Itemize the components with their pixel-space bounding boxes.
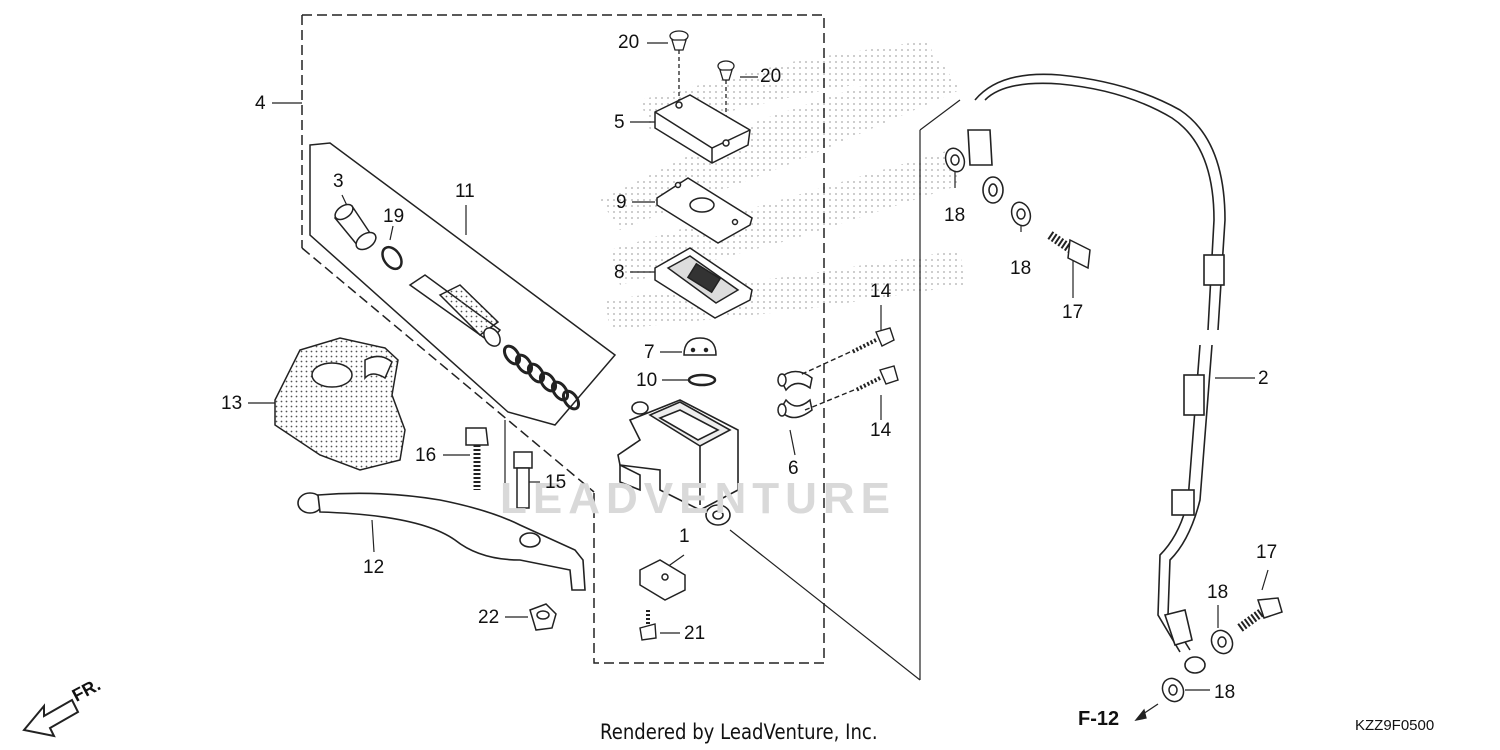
diagram-code: KZZ9F0500 xyxy=(1355,717,1435,734)
callout-19: 19 xyxy=(383,206,405,227)
callout-18: 18 xyxy=(1207,582,1229,603)
bolt-14-upper xyxy=(799,327,895,376)
callout-16: 16 xyxy=(415,445,437,466)
callout-18: 18 xyxy=(1010,258,1032,279)
cover-13 xyxy=(274,337,406,471)
callout-5: 5 xyxy=(614,112,625,133)
callout-15: 15 xyxy=(545,472,567,493)
spring xyxy=(502,344,581,411)
callout-20: 20 xyxy=(760,66,782,87)
lever-12 xyxy=(297,492,586,591)
screw-21 xyxy=(639,610,657,641)
boot-7 xyxy=(683,337,717,356)
diaphragm-8 xyxy=(654,247,753,319)
switch-1 xyxy=(639,559,686,601)
callout-8: 8 xyxy=(614,262,625,283)
wing-logo-watermark xyxy=(600,40,965,330)
callout-20: 20 xyxy=(618,32,640,53)
brake-hose-2 xyxy=(967,73,1226,674)
footer-credit: Rendered by LeadVenture, Inc. xyxy=(600,720,878,744)
bolt-14-lower xyxy=(804,365,899,411)
callout-10: 10 xyxy=(636,370,658,391)
screw-20-top xyxy=(669,30,689,100)
circlip-10 xyxy=(687,373,717,387)
reference-f12: F-12 xyxy=(1078,708,1120,730)
callout-22: 22 xyxy=(478,607,500,628)
callout-21: 21 xyxy=(684,623,706,644)
piston-kit-box xyxy=(309,142,617,426)
bolt-16 xyxy=(465,427,489,490)
piston-11 xyxy=(408,274,502,347)
reservoir-cap-5 xyxy=(654,94,751,164)
callout-2: 2 xyxy=(1258,368,1269,389)
master-cylinder-body xyxy=(617,399,739,526)
callout-1: 1 xyxy=(679,526,690,547)
bolt-15 xyxy=(513,451,533,509)
callout-18: 18 xyxy=(1214,682,1236,703)
f12-arrow xyxy=(1134,703,1159,721)
callout-9: 9 xyxy=(616,192,627,213)
circlip-19 xyxy=(381,245,403,271)
callout-3: 3 xyxy=(333,171,344,192)
callout-14: 14 xyxy=(870,281,892,302)
callout-7: 7 xyxy=(644,342,655,363)
callout-13: 13 xyxy=(221,393,243,414)
leader-lines xyxy=(248,42,1269,691)
front-arrow xyxy=(22,698,80,738)
callout-17: 17 xyxy=(1062,302,1084,323)
diaphragm-plate-9 xyxy=(656,177,753,244)
callout-11: 11 xyxy=(455,181,475,202)
callout-17: 17 xyxy=(1256,542,1278,563)
holder-6 xyxy=(777,370,813,419)
assembly-box xyxy=(301,14,825,664)
washer-18 xyxy=(944,147,1234,703)
callout-4: 4 xyxy=(255,93,266,114)
nut-22 xyxy=(529,603,557,631)
callout-12: 12 xyxy=(363,557,385,578)
bolt-17-lower xyxy=(1237,597,1283,632)
watermark-text: LEADVENTURE xyxy=(500,474,897,523)
callout-18: 18 xyxy=(944,205,966,226)
bolt-17-upper xyxy=(1047,231,1091,270)
callout-14: 14 xyxy=(870,420,892,441)
callout-6: 6 xyxy=(788,458,799,479)
boot-3 xyxy=(333,203,377,251)
